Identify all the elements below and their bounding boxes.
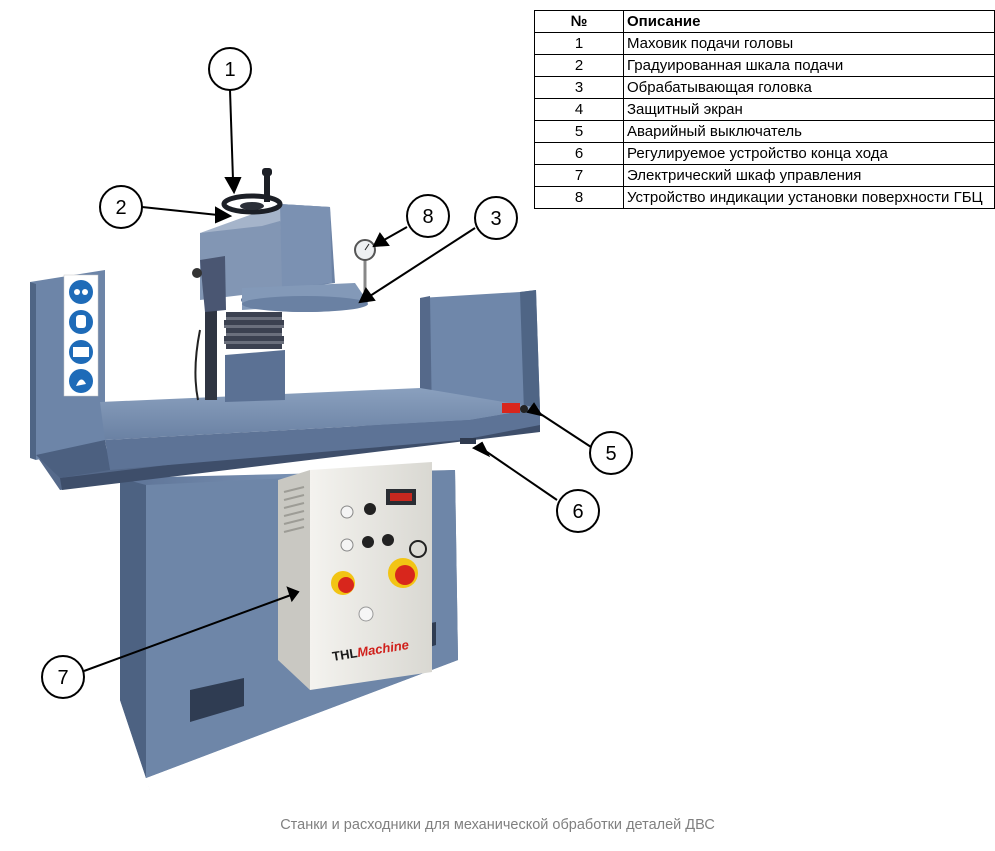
machine-illustration: THL Machine bbox=[30, 168, 540, 790]
legend-row-num: 8 bbox=[534, 186, 624, 209]
legend-header-desc: Описание bbox=[623, 10, 995, 33]
legend-row-num: 6 bbox=[534, 142, 624, 165]
electrical-cabinet: THL Machine bbox=[278, 462, 432, 690]
svg-text:3: 3 bbox=[490, 208, 501, 230]
brand-prefix: THL bbox=[331, 645, 358, 664]
legend-row: 5 Аварийный выключатель bbox=[534, 120, 995, 143]
callout-1: 1 bbox=[208, 47, 252, 91]
worktable bbox=[36, 388, 540, 478]
legend-row-desc: Электрический шкаф управления bbox=[623, 164, 995, 187]
legend-header-num: № bbox=[534, 10, 624, 33]
legend-row-num: 3 bbox=[534, 76, 624, 99]
left-guard bbox=[30, 270, 105, 460]
svg-text:7: 7 bbox=[57, 667, 68, 689]
legend-row-desc: Устройство индикации установки поверхнос… bbox=[623, 186, 995, 209]
legend-table: № Описание 1 Маховик подачи головы 2 Гра… bbox=[534, 10, 995, 209]
legend-row-num: 5 bbox=[534, 120, 624, 143]
callout-2: 2 bbox=[99, 185, 143, 229]
legend-row-desc: Градуированная шкала подачи bbox=[623, 54, 995, 77]
legend-header-row: № Описание bbox=[534, 10, 995, 33]
legend-row-desc: Маховик подачи головы bbox=[623, 32, 995, 55]
callout-5: 5 bbox=[589, 431, 633, 475]
svg-text:6: 6 bbox=[572, 501, 583, 523]
legend-row-desc: Защитный экран bbox=[623, 98, 995, 121]
svg-text:1: 1 bbox=[224, 59, 235, 81]
svg-text:2: 2 bbox=[115, 197, 126, 219]
legend-row: 2 Градуированная шкала подачи bbox=[534, 54, 995, 77]
page-caption: Станки и расходники для механической обр… bbox=[280, 817, 715, 833]
svg-text:8: 8 bbox=[422, 206, 433, 228]
callout-3: 3 bbox=[474, 196, 518, 240]
column bbox=[194, 300, 285, 402]
end-stop-device bbox=[460, 438, 476, 444]
legend-row-desc: Обрабатывающая головка bbox=[623, 76, 995, 99]
legend-row-desc: Регулируемое устройство конца хода bbox=[623, 142, 995, 165]
legend-row-num: 7 bbox=[534, 164, 624, 187]
callout-8: 8 bbox=[406, 194, 450, 238]
table-emergency-switch bbox=[502, 403, 520, 413]
legend-row-num: 1 bbox=[534, 32, 624, 55]
handwheel bbox=[221, 168, 283, 215]
legend-row-desc: Аварийный выключатель bbox=[623, 120, 995, 143]
legend-row: 4 Защитный экран bbox=[534, 98, 995, 121]
machining-head bbox=[192, 204, 376, 312]
leader-lines bbox=[83, 89, 592, 672]
svg-text:5: 5 bbox=[605, 443, 616, 465]
callout-7: 7 bbox=[41, 655, 85, 699]
legend-row-num: 2 bbox=[534, 54, 624, 77]
legend-row: 8 Устройство индикации установки поверхн… bbox=[534, 186, 995, 209]
legend-row: 3 Обрабатывающая головка bbox=[534, 76, 995, 99]
legend-row: 1 Маховик подачи головы bbox=[534, 32, 995, 55]
legend-row: 7 Электрический шкаф управления bbox=[534, 164, 995, 187]
callouts: 1 2 3 5 6 7 8 bbox=[41, 47, 633, 699]
callout-6: 6 bbox=[556, 489, 600, 533]
legend-row: 6 Регулируемое устройство конца хода bbox=[534, 142, 995, 165]
legend-row-num: 4 bbox=[534, 98, 624, 121]
